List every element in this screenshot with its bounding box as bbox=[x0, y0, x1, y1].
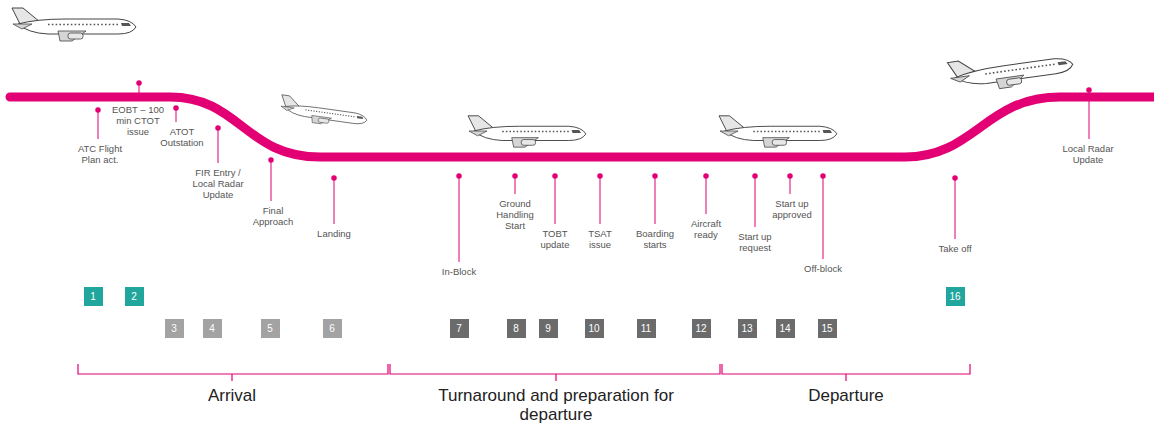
callout-number: 16 bbox=[949, 291, 960, 303]
step-number-box: 1 bbox=[84, 287, 103, 306]
callout-number: 7 bbox=[456, 323, 462, 335]
step-number-box: 2 bbox=[125, 287, 144, 306]
event-label: FIR Entry / Local Radar Update bbox=[188, 167, 248, 200]
step-number-box: 8 bbox=[507, 319, 526, 338]
airplane bbox=[468, 116, 586, 147]
event-label: In-Block bbox=[442, 266, 476, 277]
callout-number: 1 bbox=[90, 291, 96, 303]
step-number-box: 11 bbox=[637, 319, 656, 338]
step-number-box: 12 bbox=[692, 319, 711, 338]
step-number-box: 13 bbox=[738, 319, 757, 338]
callout-number: 5 bbox=[267, 323, 273, 335]
event-dots bbox=[98, 83, 1089, 178]
event-label: Start up request bbox=[735, 231, 775, 253]
step-number-box: 15 bbox=[818, 319, 837, 338]
leader-lines bbox=[98, 83, 1089, 262]
phase-label: Turnaround and preparation for departure bbox=[431, 386, 681, 424]
step-number-box: 7 bbox=[450, 319, 469, 338]
phase-label: Departure bbox=[808, 386, 884, 405]
callout-number: 8 bbox=[513, 323, 519, 335]
step-number-box: 14 bbox=[776, 319, 795, 338]
airplane bbox=[947, 45, 1074, 95]
event-label: Local Radar Update bbox=[1057, 143, 1119, 165]
step-number-box: 10 bbox=[585, 319, 604, 338]
event-label: ATOT Outstation bbox=[157, 126, 207, 148]
step-number-box: 5 bbox=[261, 319, 280, 338]
callout-number: 3 bbox=[171, 323, 177, 335]
step-number-box: 3 bbox=[165, 319, 184, 338]
callout-number: 6 bbox=[329, 323, 335, 335]
phase-brackets bbox=[78, 364, 970, 381]
step-number-box: 4 bbox=[203, 319, 222, 338]
event-label: Off-block bbox=[804, 263, 842, 274]
callout-number: 14 bbox=[779, 323, 790, 335]
callout-number: 2 bbox=[131, 291, 137, 303]
event-label: Ground Handling Start bbox=[493, 198, 537, 231]
flight-path-curve bbox=[10, 97, 1154, 157]
event-label: EOBT – 100 min CTOT issue bbox=[111, 104, 166, 137]
event-label: Final Approach bbox=[249, 205, 297, 227]
airplane bbox=[12, 8, 136, 41]
event-label: Landing bbox=[317, 228, 351, 239]
event-label: TSAT issue bbox=[583, 228, 617, 250]
event-label: Boarding starts bbox=[633, 228, 677, 250]
step-number-box: 16 bbox=[946, 287, 965, 306]
callout-number: 13 bbox=[741, 323, 752, 335]
event-label: TOBT update bbox=[536, 228, 574, 250]
phase-label: Arrival bbox=[208, 386, 256, 405]
event-label: ATC Flight Plan act. bbox=[74, 143, 126, 165]
callout-number: 4 bbox=[209, 323, 215, 335]
airplane bbox=[279, 95, 369, 130]
event-label: Start up approved bbox=[768, 198, 816, 220]
event-label: Aircraft ready bbox=[686, 218, 726, 240]
airplane bbox=[719, 116, 837, 147]
callout-number: 11 bbox=[641, 323, 651, 335]
callout-number: 9 bbox=[545, 323, 551, 335]
step-number-box: 9 bbox=[539, 319, 558, 338]
step-number-box: 6 bbox=[323, 319, 342, 338]
callout-number: 15 bbox=[821, 323, 832, 335]
callout-number: 10 bbox=[588, 323, 599, 335]
callout-number: 12 bbox=[695, 323, 706, 335]
event-label: Take off bbox=[938, 243, 971, 254]
